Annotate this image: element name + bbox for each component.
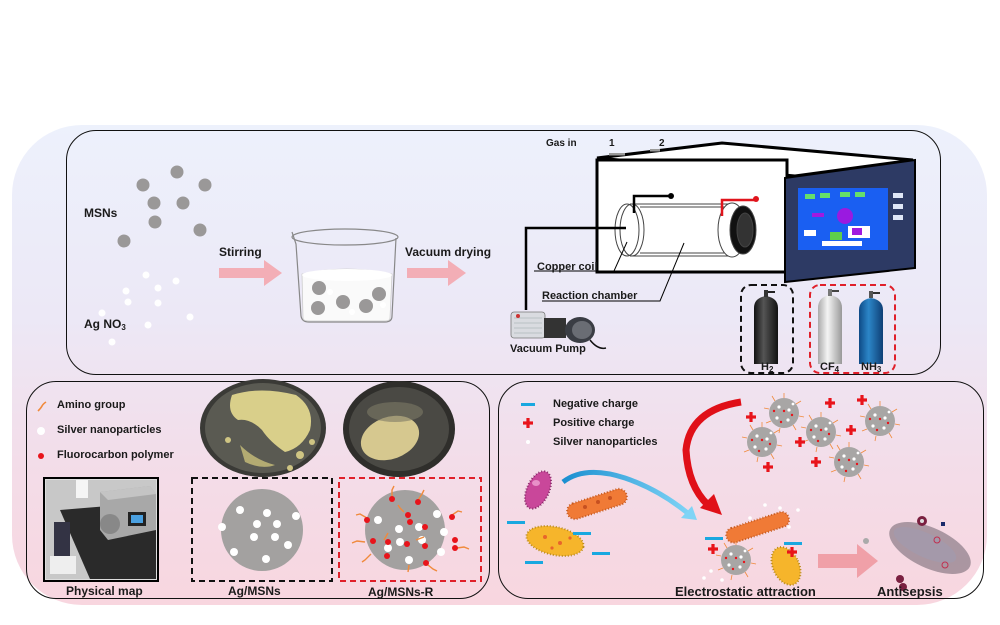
copper-coil-label: Copper coil xyxy=(537,261,598,273)
ag-msns-r-caption: Ag/MSNs-R xyxy=(368,585,434,599)
cf4-text: CF xyxy=(820,361,835,373)
ag-msns-particle xyxy=(218,489,303,571)
negative-charge-icon xyxy=(521,403,535,406)
positive-charge xyxy=(795,437,805,447)
h2-label: H2 xyxy=(761,361,773,374)
positive-charge xyxy=(763,462,773,472)
negative-charges xyxy=(507,521,802,564)
positive-charge xyxy=(746,412,756,422)
positive-charge xyxy=(825,398,835,408)
bacterium-yellow xyxy=(525,525,585,557)
gas-cylinder-nh3 xyxy=(859,291,883,364)
cf4-label: CF4 xyxy=(820,361,839,374)
bacterium-orange-attached xyxy=(725,510,791,544)
h2-text: H xyxy=(761,361,769,373)
ag-msns-r-particle xyxy=(351,485,470,573)
vacuum-pump-label: Vacuum Pump xyxy=(510,343,586,355)
fluorocarbon-polymer-icon xyxy=(38,453,44,459)
antisepsis-arrow xyxy=(818,544,878,578)
gas-inlet-2 xyxy=(650,149,660,152)
red-electrode-wire xyxy=(720,198,754,216)
vacuum-drying-label: Vacuum drying xyxy=(405,245,492,259)
gas-in-label: Gas in xyxy=(546,138,577,149)
ag-msns-caption: Ag/MSNs xyxy=(228,584,281,598)
msns-label: MSNs xyxy=(84,206,118,220)
petri-dish-ag-msns-photo xyxy=(200,379,326,477)
hydrogen-group-box xyxy=(740,284,794,374)
gas-port-2-label: 2 xyxy=(659,138,665,149)
silver-nanoparticle-icon xyxy=(526,440,530,444)
antisepsis-caption: Antisepsis xyxy=(877,584,943,599)
vacuum-drying-arrow xyxy=(407,260,466,286)
functionalized-nanoparticle xyxy=(715,539,757,581)
amino-group-icon xyxy=(37,401,47,412)
functionalized-nanoparticle xyxy=(800,411,842,453)
gas-port-1-label: 1 xyxy=(609,138,615,149)
beaker-icon xyxy=(291,228,399,323)
positive-charge xyxy=(708,544,718,554)
h2-subscript: 2 xyxy=(768,365,774,374)
bacterium-purple xyxy=(523,470,553,510)
functionalized-nanoparticle xyxy=(741,421,783,463)
gas-cylinder-cf4 xyxy=(818,289,842,364)
gas-cylinder-h2 xyxy=(754,290,778,364)
physical-map-photo xyxy=(43,477,159,582)
agno3-text: Ag NO xyxy=(84,317,122,331)
agno3-subscript: 3 xyxy=(121,323,126,332)
bacterium-orange xyxy=(566,487,628,521)
blue-attraction-arrow xyxy=(561,469,692,517)
legend-silver-nanoparticles: Silver nanoparticles xyxy=(553,436,658,448)
ag-msns-r-box xyxy=(338,477,482,582)
lysed-bacterium-icon xyxy=(863,516,971,591)
nh3-subscript: 3 xyxy=(876,365,882,374)
legend-fluorocarbon-polymer: Fluorocarbon polymer xyxy=(57,449,174,461)
positive-charge-icon xyxy=(523,418,533,428)
legend-amino-group: Amino group xyxy=(57,399,126,411)
legend-negative-charge: Negative charge xyxy=(553,398,638,410)
gas-inlet-1 xyxy=(609,153,625,156)
msn-particles xyxy=(117,165,212,248)
reactive-gas-group-box xyxy=(809,284,896,374)
silver-nitrate-dots xyxy=(98,271,194,346)
silver-nanoparticle-icon xyxy=(37,427,45,435)
ag-msns-box xyxy=(191,477,333,582)
positive-charge xyxy=(857,395,867,405)
electrostatic-attraction-caption: Electrostatic attraction xyxy=(675,584,816,599)
black-electrode-wire xyxy=(632,194,669,213)
functionalized-nanoparticle xyxy=(859,400,901,442)
stirring-arrow xyxy=(219,260,282,286)
petri-dish-ag-msns-r-photo xyxy=(343,381,455,477)
released-silver-dots xyxy=(702,503,800,582)
cf4-subscript: 4 xyxy=(834,365,840,374)
legend-silver-nanoparticles: Silver nanoparticles xyxy=(57,424,162,436)
reaction-chamber-tube xyxy=(614,202,757,258)
reaction-chamber-label: Reaction chamber xyxy=(542,290,638,302)
red-attraction-arrow xyxy=(682,398,742,508)
bacterium-yellow-attached xyxy=(770,546,802,586)
physical-map-caption: Physical map xyxy=(66,584,143,598)
stirring-label: Stirring xyxy=(219,245,262,259)
vacuum-line xyxy=(524,226,626,310)
agno3-label: Ag NO3 xyxy=(84,317,126,332)
positive-charge xyxy=(811,457,821,467)
synthesis-panel xyxy=(66,130,941,375)
positive-charge xyxy=(846,425,856,435)
functionalized-nanoparticle xyxy=(763,392,805,434)
functionalized-nanoparticle xyxy=(828,441,870,483)
vacuum-pump-icon xyxy=(510,311,607,350)
nh3-text: NH xyxy=(861,361,877,373)
nh3-label: NH3 xyxy=(861,361,881,374)
mechanism-panel xyxy=(498,381,984,599)
legend-positive-charge: Positive charge xyxy=(553,417,635,429)
